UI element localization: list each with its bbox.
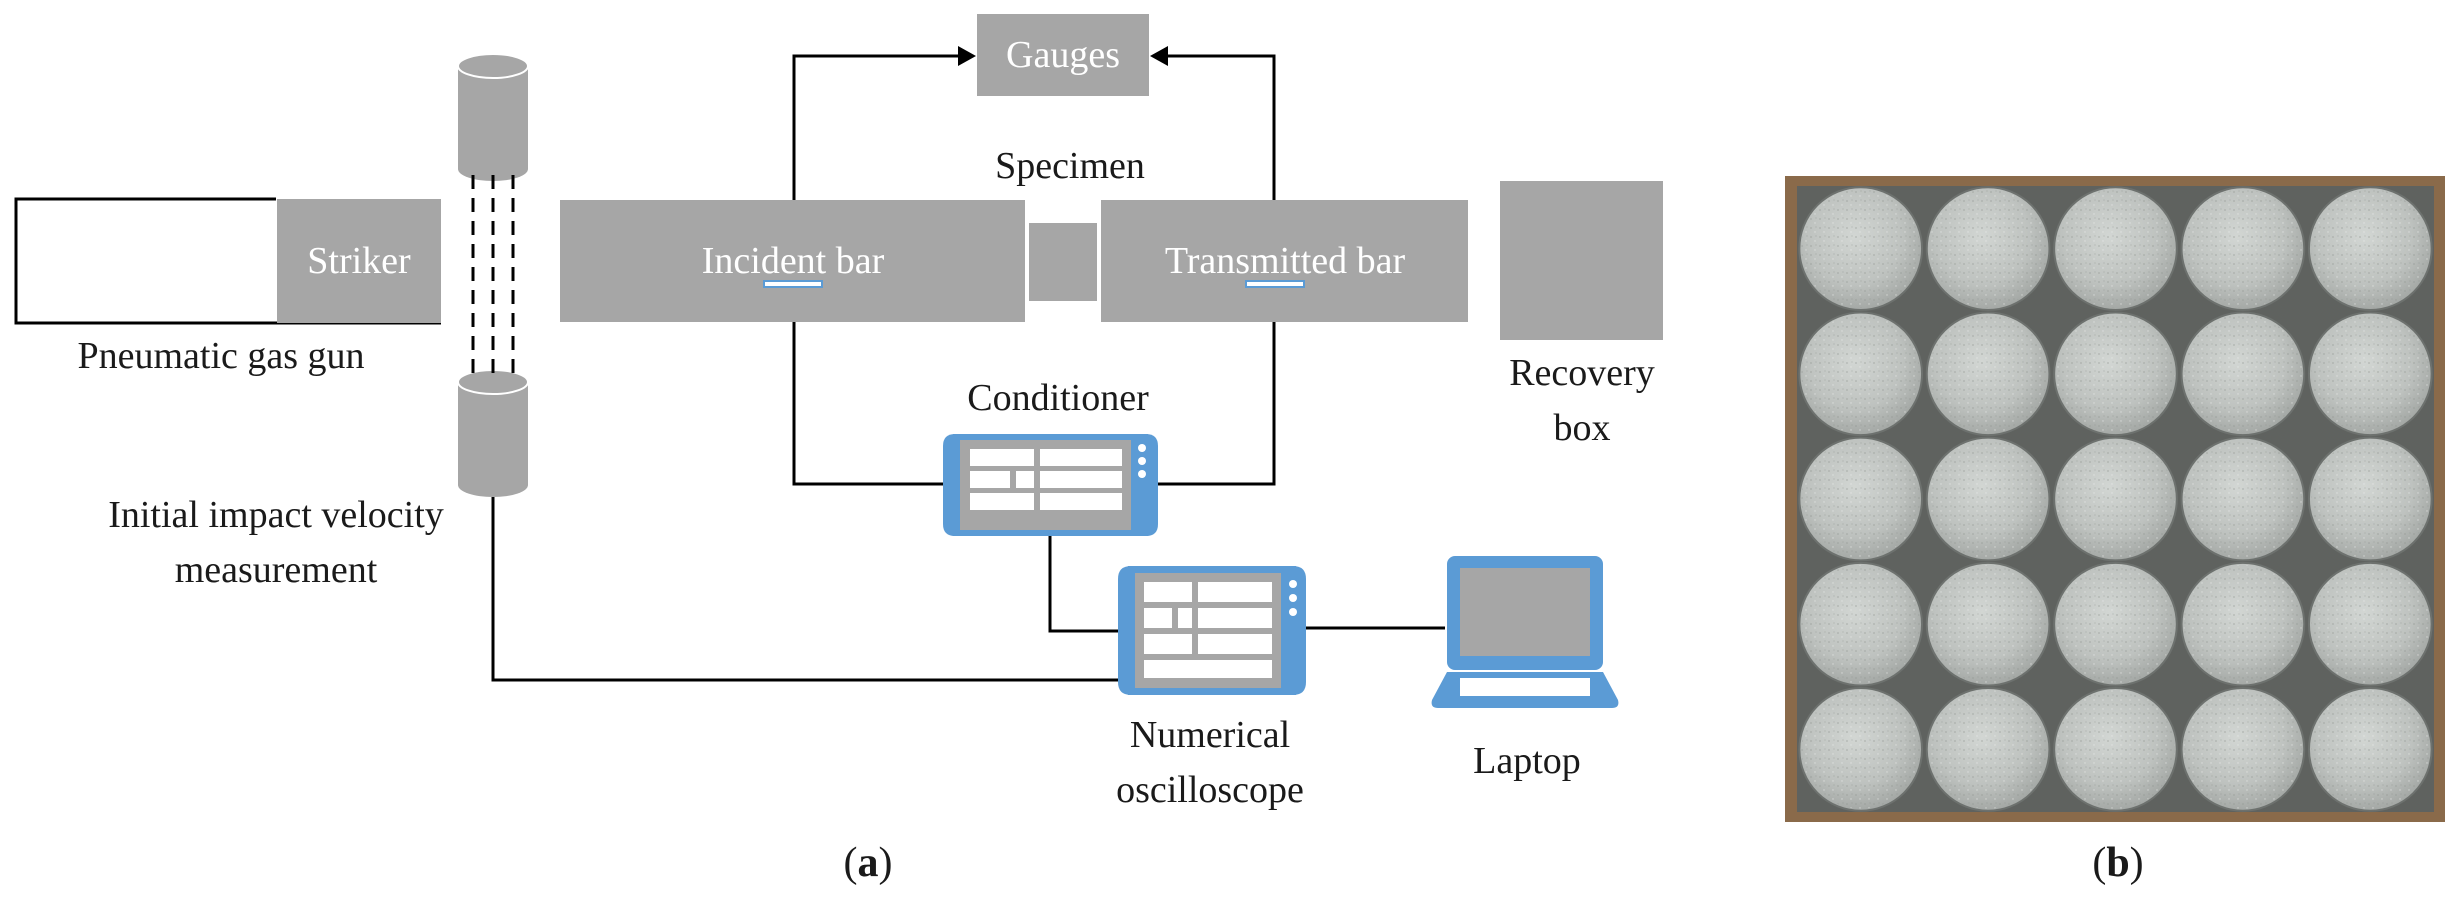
specimen-disc-texture: [2310, 564, 2430, 684]
specimen-disc-texture: [2056, 189, 2175, 308]
laptop-label: Laptop: [1473, 740, 1581, 782]
incident-bar-label: Incident bar: [702, 240, 885, 282]
velocity-sensor-bottom: [457, 369, 529, 497]
velocity-label-line2: measurement: [175, 549, 378, 591]
specimen-photo: [1798, 186, 2433, 812]
oscilloscope-label-line1: Numerical: [1130, 714, 1290, 756]
specimen-disc-texture: [1928, 439, 2048, 559]
transmitted-bar: [1101, 200, 1468, 322]
recovery-box-label-line2: box: [1554, 407, 1611, 449]
recovery-box-label-line1: Recovery: [1509, 352, 1655, 394]
specimen-disc-texture: [1928, 189, 2048, 308]
specimen-disc-texture: [2310, 690, 2430, 809]
specimen-disc-texture: [2056, 314, 2175, 434]
specimen-disc-texture: [1928, 564, 2048, 684]
striker-block: [277, 199, 441, 323]
panel-a: Gauges Specimen Pneumatic gas gun Strike…: [14, 14, 1663, 886]
caption-a: (a): [844, 840, 893, 886]
specimen-disc-texture: [1801, 690, 1921, 809]
specimen-disc-texture: [2183, 439, 2303, 559]
specimen-disc-texture: [2056, 564, 2175, 684]
transmitted-bar-label: Transmitted bar: [1165, 240, 1406, 282]
oscilloscope-device: [1118, 566, 1306, 695]
transmitted-strain-gauge: [1245, 280, 1305, 288]
specimen-disc-texture: [2056, 690, 2175, 809]
panel-b: (b): [1785, 176, 2445, 886]
specimen-disc-texture: [2056, 439, 2175, 559]
specimen-disc-texture: [1801, 189, 1921, 308]
specimen-disc-texture: [2310, 189, 2430, 308]
specimen-disc-texture: [2310, 314, 2430, 434]
laptop-icon: [1431, 556, 1619, 708]
oscilloscope-label-line2: oscilloscope: [1116, 769, 1304, 811]
specimen-disc-texture: [1801, 564, 1921, 684]
velocity-label-line1: Initial impact velocity: [108, 494, 444, 536]
gas-gun-barrel: [14, 197, 441, 325]
striker-label: Striker: [307, 240, 411, 282]
specimen-disc-texture: [2183, 690, 2303, 809]
specimen-disc-texture: [1928, 690, 2048, 809]
wire-conditioner-oscilloscope: [1048, 536, 1120, 633]
specimen-disc-texture: [1801, 314, 1921, 434]
specimen-block: [1029, 223, 1097, 301]
wire-sensor-oscilloscope: [491, 497, 1120, 682]
specimen-disc-texture: [2183, 314, 2303, 434]
velocity-sensor-top: [457, 53, 529, 181]
specimen-disc-texture: [2183, 189, 2303, 308]
specimen-disc-texture: [2183, 564, 2303, 684]
incident-bar: [560, 200, 1025, 322]
caption-b: (b): [2092, 840, 2143, 886]
light-beams: [471, 175, 515, 378]
gauges-box: [977, 14, 1149, 96]
gauges-label: Gauges: [1006, 34, 1120, 76]
gas-gun-label: Pneumatic gas gun: [77, 335, 364, 377]
specimen-disc-texture: [1928, 314, 2048, 434]
arrow-right-head: [958, 46, 976, 66]
conditioner-label: Conditioner: [967, 377, 1149, 419]
specimen-label: Specimen: [995, 145, 1145, 187]
recovery-box: [1500, 181, 1663, 340]
specimen-disc-texture: [2310, 439, 2430, 559]
conditioner-device: [943, 434, 1158, 536]
incident-strain-gauge: [763, 280, 823, 288]
arrow-left-head: [1150, 46, 1168, 66]
specimen-disc-texture: [1801, 439, 1921, 559]
